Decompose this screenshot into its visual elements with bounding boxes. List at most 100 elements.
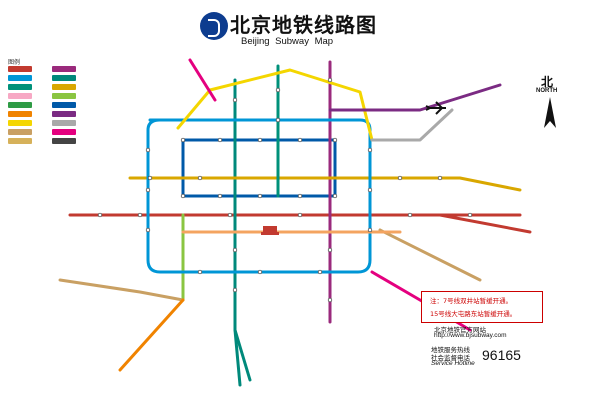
station-marker[interactable] (145, 187, 151, 193)
supervision-label: 社会监督电话 (431, 354, 470, 362)
legend-item (8, 66, 34, 72)
station-marker[interactable] (197, 269, 203, 275)
legend-swatch (8, 138, 32, 144)
station-marker[interactable] (147, 175, 153, 181)
station-marker[interactable] (145, 227, 151, 233)
website-label: 北京地铁官方网站 (434, 326, 486, 334)
station-marker[interactable] (275, 87, 281, 93)
station-marker[interactable] (407, 212, 413, 218)
legend-item (52, 120, 78, 126)
changping-line-route (188, 58, 217, 102)
hotline-label: 地铁服务热线 (431, 346, 470, 354)
line-14-route (58, 228, 482, 302)
legend-swatch (8, 102, 32, 108)
legend-swatch (52, 75, 76, 81)
legend-title: 图例 (8, 59, 21, 66)
north-arrow-icon (544, 97, 556, 128)
station-marker[interactable] (232, 287, 238, 293)
legend-swatch (8, 129, 32, 135)
legend-item (52, 66, 78, 72)
legend-item (52, 111, 78, 117)
station-marker[interactable] (232, 247, 238, 253)
station-marker[interactable] (180, 137, 186, 143)
station-marker[interactable] (257, 137, 263, 143)
station-marker[interactable] (332, 137, 338, 143)
station-marker[interactable] (217, 193, 223, 199)
station-marker[interactable] (197, 175, 203, 181)
map-subtitle: Beijing Subway Map (241, 36, 334, 47)
station-marker[interactable] (327, 77, 333, 83)
notice-line-1: 注：7号线双井站暂缓开通。 (430, 297, 513, 305)
legend-swatch (52, 84, 76, 90)
hotline-number: 96165 (482, 347, 521, 363)
station-marker[interactable] (145, 147, 151, 153)
legend-item (52, 93, 78, 99)
station-marker[interactable] (297, 212, 303, 218)
station-marker[interactable] (437, 175, 443, 181)
legend-swatch (8, 120, 32, 126)
stations-layer (97, 77, 473, 303)
station-marker[interactable] (332, 193, 338, 199)
line-13-route (176, 68, 374, 142)
line-4-route (233, 78, 252, 382)
legend-swatch (52, 93, 76, 99)
legend-item (52, 102, 78, 108)
station-marker[interactable] (397, 175, 403, 181)
batong-line-route (438, 213, 532, 234)
station-marker[interactable] (327, 297, 333, 303)
legend-item (8, 75, 34, 81)
legend-swatch (8, 75, 32, 81)
legend-swatch (8, 93, 32, 99)
station-marker[interactable] (180, 193, 186, 199)
legend-swatch (52, 111, 76, 117)
legend-item (8, 111, 34, 117)
station-marker[interactable] (317, 269, 323, 275)
legend-item (8, 120, 34, 126)
legend-swatch (52, 129, 76, 135)
legend-item (8, 102, 34, 108)
legend-item (8, 138, 34, 144)
legend-swatch (52, 66, 76, 72)
station-marker[interactable] (275, 117, 281, 123)
station-marker[interactable] (257, 193, 263, 199)
notice-line-2: 15号线大屯路东站暂缓开通。 (430, 310, 517, 318)
station-marker[interactable] (327, 247, 333, 253)
line-15-route (328, 83, 502, 112)
legend-swatch (52, 120, 76, 126)
station-marker[interactable] (217, 137, 223, 143)
station-marker[interactable] (297, 137, 303, 143)
legend-item (8, 93, 34, 99)
station-marker[interactable] (257, 269, 263, 275)
legend-item (52, 75, 78, 81)
notice-box (421, 291, 543, 323)
map-title: 北京地铁线路图 (230, 13, 377, 37)
north-label: 北 (541, 75, 554, 89)
fangshan-line-route (118, 298, 185, 372)
station-marker[interactable] (227, 212, 233, 218)
line-2-route (181, 138, 337, 198)
station-marker[interactable] (367, 227, 373, 233)
airport-express-route (370, 108, 454, 142)
station-marker[interactable] (97, 212, 103, 218)
tiananmen-icon (261, 226, 279, 235)
station-marker[interactable] (297, 193, 303, 199)
website-url[interactable]: http://www.bjsubway.com (434, 332, 507, 339)
legend-item (52, 138, 78, 144)
line-6-route (128, 176, 522, 192)
lines-layer (58, 58, 532, 387)
station-marker[interactable] (367, 187, 373, 193)
legend-item (8, 84, 34, 90)
station-marker[interactable] (367, 147, 373, 153)
station-marker[interactable] (467, 212, 473, 218)
beijing-subway-logo (200, 12, 421, 40)
daxing-line-route (233, 328, 242, 387)
legend-item (8, 129, 34, 135)
legend-swatch (52, 102, 76, 108)
station-marker[interactable] (232, 97, 238, 103)
hotline-label-en: Service Hotline (431, 360, 475, 367)
station-marker[interactable] (137, 212, 143, 218)
legend-item (52, 129, 78, 135)
legend-swatch (52, 138, 76, 144)
legend-swatch (8, 66, 32, 72)
